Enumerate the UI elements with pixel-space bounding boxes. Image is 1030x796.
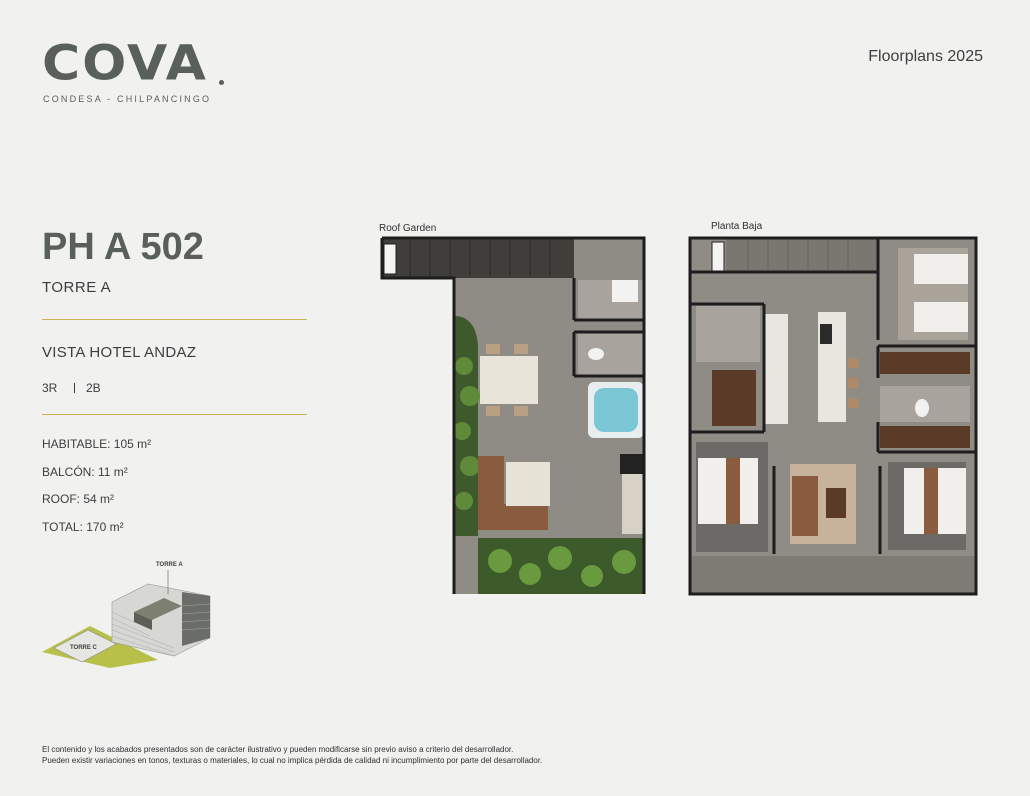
- bar-stools: [848, 358, 858, 408]
- living-sofa: [792, 476, 818, 536]
- stair-area: [382, 238, 578, 278]
- bed-1b: [914, 302, 968, 332]
- floor-lines: [111, 603, 211, 657]
- cooktop: [820, 324, 832, 344]
- jacuzzi-water: [594, 388, 638, 432]
- bathroom-left: [696, 306, 760, 362]
- disclaimer-line: Pueden existir variaciones en tonos, tex…: [42, 756, 543, 765]
- ground-floor-caption: Planta Baja: [711, 221, 763, 232]
- divider: [42, 414, 307, 415]
- disclaimer-line: El contenido y los acabados presentados …: [42, 745, 514, 754]
- storage-room: [578, 332, 644, 376]
- torre-a-label: TORRE A: [156, 562, 183, 568]
- dining-table: [480, 356, 538, 404]
- walls: [380, 236, 646, 594]
- roof-room-floor: [574, 238, 644, 280]
- living-table: [826, 488, 846, 518]
- page-heading: Floorplans 2025: [868, 48, 983, 65]
- area-roof: ROOF: 54 m²: [42, 492, 115, 506]
- skylight: [711, 241, 725, 273]
- bed-1a: [914, 254, 968, 284]
- vanity: [612, 280, 638, 302]
- stair-treads: [409, 240, 551, 276]
- bed-2-throw: [726, 458, 740, 524]
- ground-floor-floorplan: [688, 236, 978, 596]
- balcony: [690, 556, 976, 594]
- torre-c-label: TORRE C: [70, 645, 98, 651]
- roof-garden-floorplan: [380, 236, 646, 594]
- torre-c-footprint: [53, 629, 117, 663]
- stair-area: [726, 238, 878, 272]
- view-label: VISTA HOTEL ANDAZ: [42, 344, 197, 361]
- building-shadow-side: [182, 592, 210, 646]
- stair-treads: [747, 240, 849, 270]
- area-total: TOTAL: 170 m²: [42, 520, 124, 534]
- logo-subtitle: CONDESA - CHILPANCINGO: [43, 94, 212, 104]
- unit-highlight: [134, 598, 182, 620]
- logo-wordmark: COVA: [42, 36, 208, 92]
- logo-dot: [219, 80, 224, 85]
- roof-garden-caption: Roof Garden: [379, 223, 437, 234]
- bed-3-throw: [924, 468, 938, 534]
- coffee-table: [506, 462, 550, 506]
- unit-title: PH A 502: [42, 226, 204, 268]
- toilet: [588, 348, 604, 360]
- plants-bottom: [488, 546, 636, 587]
- tower-label: TORRE A: [42, 279, 112, 296]
- plants-left: [453, 357, 480, 510]
- closet-lower: [880, 426, 970, 448]
- skylight: [383, 243, 397, 275]
- separator: [74, 383, 75, 393]
- key-plan-diagram: TORRE C TORRE A: [42, 562, 211, 668]
- walls: [688, 236, 978, 596]
- lounge-sofa: [478, 456, 548, 530]
- kitchen-counter: [764, 314, 788, 424]
- closet-upper: [880, 352, 970, 374]
- area-habitable: HABITABLE: 105 m²: [42, 437, 152, 451]
- divider: [42, 319, 307, 320]
- grill: [620, 454, 644, 474]
- baths-count: 2B: [86, 381, 101, 395]
- area-balcony: BALCÓN: 11 m²: [42, 465, 128, 479]
- closet-left: [712, 370, 756, 426]
- unit-highlight-side: [134, 612, 152, 630]
- toilet-right: [915, 399, 929, 417]
- rooms-count: 3R: [42, 381, 58, 395]
- dining-chairs: [486, 344, 528, 416]
